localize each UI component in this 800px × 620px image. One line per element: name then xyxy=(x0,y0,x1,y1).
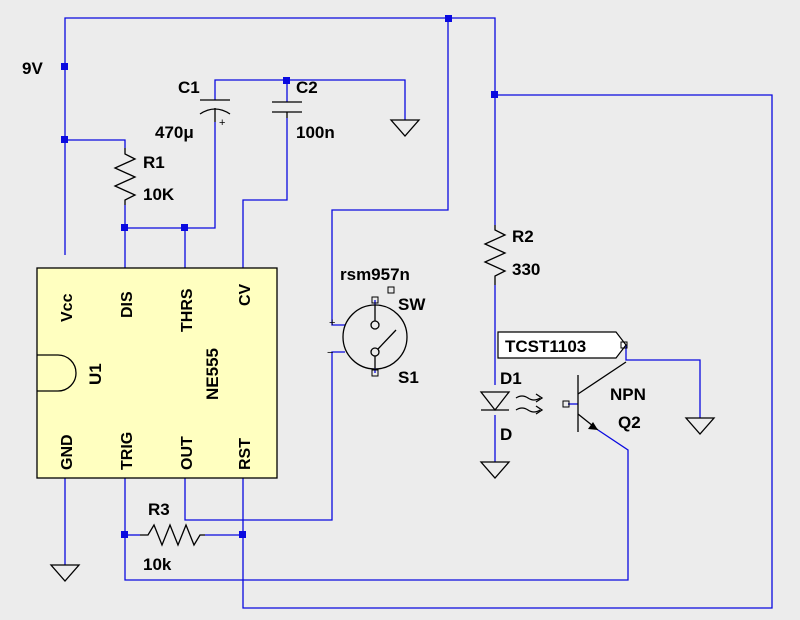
r1-ref-label: R1 xyxy=(143,153,165,172)
svg-text:+: + xyxy=(219,117,225,129)
c2-ref-label: C2 xyxy=(296,78,318,97)
d1-type-label: D xyxy=(500,425,512,444)
r3-value-label: 10k xyxy=(143,555,172,574)
switch-s1[interactable]: + − rsm957n SW S1 xyxy=(327,265,426,387)
ground-symbol xyxy=(684,417,716,435)
pin-rst-label: RST xyxy=(237,438,254,470)
junctions xyxy=(61,15,498,538)
ground-symbol xyxy=(389,119,421,137)
r2-ref-label: R2 xyxy=(512,227,534,246)
c2-value-label: 100n xyxy=(296,123,335,142)
r3-ref-label: R3 xyxy=(148,500,170,519)
capacitor-c2[interactable]: C2 100n xyxy=(272,78,335,142)
r2-value-label: 330 xyxy=(512,260,540,279)
switch-plus-label: + xyxy=(329,317,335,329)
c1-ref-label: C1 xyxy=(178,78,200,97)
transistor-q2[interactable]: NPN Q2 xyxy=(562,361,646,432)
ne555-chip[interactable]: Vcc DIS THRS CV GND TRIG OUT RST U1 NE55… xyxy=(36,267,278,479)
ground-symbol xyxy=(479,461,511,479)
d1-ref-label: D1 xyxy=(500,369,522,388)
pin-trig-label: TRIG xyxy=(119,432,136,470)
u1-ref-label: U1 xyxy=(86,363,105,385)
led-d1[interactable]: D1 D xyxy=(479,369,544,444)
c1-value-label: 470μ xyxy=(155,123,194,142)
ground-symbol xyxy=(49,564,81,582)
s1-ref-label: S1 xyxy=(398,368,419,387)
pin-vcc-label: Vcc xyxy=(59,293,76,322)
pin-out-label: OUT xyxy=(179,436,196,470)
opto-label-tag[interactable]: TCST1103 xyxy=(497,331,628,359)
resistor-r1[interactable]: R1 10K xyxy=(113,148,175,205)
s1-type-label: SW xyxy=(398,295,426,314)
resistor-r3[interactable]: R3 10k xyxy=(140,500,205,574)
capacitor-c1[interactable]: + C1 470μ xyxy=(155,78,231,142)
resistor-r2[interactable]: R2 330 xyxy=(483,225,540,285)
s1-part-label: rsm957n xyxy=(340,265,410,284)
switch-minus-label: − xyxy=(327,347,333,359)
pin-cv-label: CV xyxy=(237,283,254,306)
r1-value-label: 10K xyxy=(143,185,175,204)
pin-gnd-label: GND xyxy=(59,434,76,470)
ne555-part-label: NE555 xyxy=(203,348,222,400)
opto-label: TCST1103 xyxy=(505,337,586,356)
q2-ref-label: Q2 xyxy=(618,413,641,432)
pin-thrs-label: THRS xyxy=(179,288,196,332)
q2-type-label: NPN xyxy=(610,385,646,404)
pin-dis-label: DIS xyxy=(119,291,136,318)
wires xyxy=(64,17,773,609)
supply-label: 9V xyxy=(22,59,43,78)
